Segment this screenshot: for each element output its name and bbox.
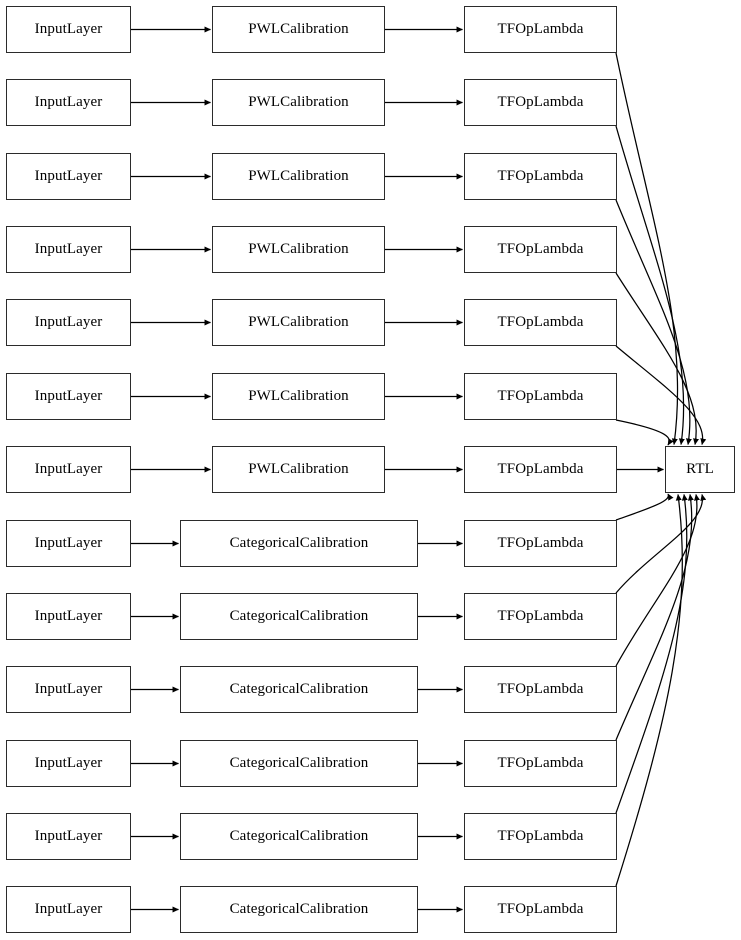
edge-lambda-to-rtl-8 [615, 493, 707, 594]
node-input-layer-2-label: InputLayer [34, 167, 103, 184]
node-lambda-2[interactable]: TFOpLambda [464, 153, 617, 200]
node-calibration-11-label: CategoricalCalibration [229, 827, 369, 844]
node-lambda-4-label: TFOpLambda [497, 313, 584, 330]
node-input-layer-7[interactable]: InputLayer [6, 520, 131, 567]
node-lambda-11[interactable]: TFOpLambda [464, 813, 617, 860]
node-calibration-9-label: CategoricalCalibration [229, 680, 369, 697]
node-calibration-8-label: CategoricalCalibration [229, 607, 369, 624]
node-input-layer-8-label: InputLayer [34, 607, 103, 624]
node-input-layer-4-label: InputLayer [34, 313, 103, 330]
node-calibration-12[interactable]: CategoricalCalibration [180, 886, 418, 933]
node-input-layer-12[interactable]: InputLayer [6, 886, 131, 933]
node-input-layer-10[interactable]: InputLayer [6, 740, 131, 787]
edge-lambda-to-rtl-1 [615, 125, 685, 446]
node-lambda-5[interactable]: TFOpLambda [464, 373, 617, 420]
node-lambda-10[interactable]: TFOpLambda [464, 740, 617, 787]
edge-lambda-to-rtl-7 [615, 493, 674, 521]
node-calibration-5[interactable]: PWLCalibration [212, 373, 385, 420]
node-calibration-10-label: CategoricalCalibration [229, 754, 369, 771]
node-calibration-7[interactable]: CategoricalCalibration [180, 520, 418, 567]
node-calibration-6[interactable]: PWLCalibration [212, 446, 385, 493]
node-input-layer-3[interactable]: InputLayer [6, 226, 131, 273]
edge-lambda-to-rtl-3 [615, 272, 699, 446]
node-calibration-4[interactable]: PWLCalibration [212, 299, 385, 346]
node-calibration-0[interactable]: PWLCalibration [212, 6, 385, 53]
node-calibration-3[interactable]: PWLCalibration [212, 226, 385, 273]
edge-lambda-to-rtl-2 [615, 199, 692, 446]
node-calibration-9[interactable]: CategoricalCalibration [180, 666, 418, 713]
node-lambda-3-label: TFOpLambda [497, 240, 584, 257]
node-input-layer-6-label: InputLayer [34, 460, 103, 477]
node-lambda-6[interactable]: TFOpLambda [464, 446, 617, 493]
node-input-layer-0-label: InputLayer [34, 20, 103, 37]
node-lambda-10-label: TFOpLambda [497, 754, 584, 771]
node-input-layer-7-label: InputLayer [34, 534, 103, 551]
edge-lambda-to-rtl-9 [615, 493, 700, 667]
edge-lambda-to-rtl-12 [615, 493, 683, 887]
node-calibration-3-label: PWLCalibration [248, 240, 349, 257]
node-input-layer-1-label: InputLayer [34, 93, 103, 110]
node-calibration-10[interactable]: CategoricalCalibration [180, 740, 418, 787]
node-rtl[interactable]: RTL [665, 446, 735, 493]
node-lambda-6-label: TFOpLambda [497, 460, 584, 477]
node-lambda-2-label: TFOpLambda [497, 167, 584, 184]
node-calibration-8[interactable]: CategoricalCalibration [180, 593, 418, 640]
node-calibration-7-label: CategoricalCalibration [229, 534, 369, 551]
node-lambda-7-label: TFOpLambda [497, 534, 584, 551]
node-calibration-2[interactable]: PWLCalibration [212, 153, 385, 200]
node-calibration-11[interactable]: CategoricalCalibration [180, 813, 418, 860]
edge-lambda-to-rtl-0 [615, 52, 679, 446]
node-lambda-8-label: TFOpLambda [497, 607, 584, 624]
node-input-layer-10-label: InputLayer [34, 754, 103, 771]
node-lambda-8[interactable]: TFOpLambda [464, 593, 617, 640]
node-lambda-4[interactable]: TFOpLambda [464, 299, 617, 346]
node-input-layer-5[interactable]: InputLayer [6, 373, 131, 420]
node-lambda-9-label: TFOpLambda [497, 680, 584, 697]
edge-lambda-to-rtl-5 [615, 419, 674, 446]
node-input-layer-3-label: InputLayer [34, 240, 103, 257]
node-calibration-5-label: PWLCalibration [248, 387, 349, 404]
node-calibration-2-label: PWLCalibration [248, 167, 349, 184]
edge-lambda-to-rtl-4 [615, 345, 707, 446]
node-lambda-1[interactable]: TFOpLambda [464, 79, 617, 126]
node-input-layer-6[interactable]: InputLayer [6, 446, 131, 493]
node-input-layer-11-label: InputLayer [34, 827, 103, 844]
node-input-layer-0[interactable]: InputLayer [6, 6, 131, 53]
node-input-layer-11[interactable]: InputLayer [6, 813, 131, 860]
node-input-layer-4[interactable]: InputLayer [6, 299, 131, 346]
node-lambda-11-label: TFOpLambda [497, 827, 584, 844]
node-lambda-7[interactable]: TFOpLambda [464, 520, 617, 567]
node-lambda-12-label: TFOpLambda [497, 900, 584, 917]
node-input-layer-9[interactable]: InputLayer [6, 666, 131, 713]
node-lambda-3[interactable]: TFOpLambda [464, 226, 617, 273]
node-calibration-1-label: PWLCalibration [248, 93, 349, 110]
node-input-layer-2[interactable]: InputLayer [6, 153, 131, 200]
node-calibration-6-label: PWLCalibration [248, 460, 349, 477]
node-input-layer-1[interactable]: InputLayer [6, 79, 131, 126]
node-rtl-label: RTL [686, 460, 714, 477]
node-lambda-12[interactable]: TFOpLambda [464, 886, 617, 933]
node-input-layer-8[interactable]: InputLayer [6, 593, 131, 640]
node-input-layer-12-label: InputLayer [34, 900, 103, 917]
node-lambda-5-label: TFOpLambda [497, 387, 584, 404]
node-calibration-1[interactable]: PWLCalibration [212, 79, 385, 126]
node-calibration-0-label: PWLCalibration [248, 20, 349, 37]
node-lambda-9[interactable]: TFOpLambda [464, 666, 617, 713]
node-lambda-0[interactable]: TFOpLambda [464, 6, 617, 53]
node-input-layer-9-label: InputLayer [34, 680, 103, 697]
node-calibration-4-label: PWLCalibration [248, 313, 349, 330]
edge-lambda-to-rtl-11 [615, 493, 688, 814]
node-lambda-0-label: TFOpLambda [497, 20, 584, 37]
node-calibration-12-label: CategoricalCalibration [229, 900, 369, 917]
edge-lambda-to-rtl-10 [615, 493, 694, 741]
node-lambda-1-label: TFOpLambda [497, 93, 584, 110]
node-input-layer-5-label: InputLayer [34, 387, 103, 404]
